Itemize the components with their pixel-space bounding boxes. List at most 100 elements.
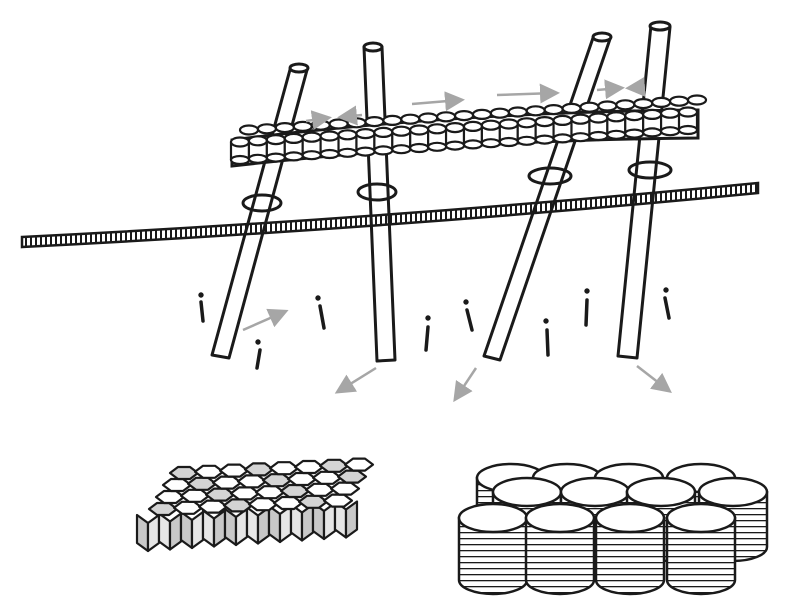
band-tube — [480, 119, 501, 149]
hex-cell — [218, 463, 250, 478]
stake — [198, 292, 205, 323]
stake — [315, 295, 326, 330]
hex-cell — [322, 493, 354, 508]
horizontal-rail — [20, 181, 760, 249]
hex-cell — [254, 485, 286, 500]
band-tube — [444, 121, 466, 151]
band-tube — [247, 135, 269, 164]
hex-face — [267, 504, 282, 544]
band-tube — [373, 126, 394, 156]
band-tube — [238, 124, 260, 136]
band-tube — [615, 99, 636, 111]
hex-face — [322, 501, 337, 541]
pole-frame — [210, 20, 672, 363]
band-tube — [346, 117, 367, 129]
pole-collars — [241, 160, 673, 213]
band-tube — [686, 94, 708, 106]
band-tube — [409, 124, 430, 154]
hex-cell — [279, 483, 311, 499]
band-tube — [651, 96, 672, 109]
tube — [665, 502, 737, 596]
band-tube — [588, 112, 609, 142]
hex-cell — [179, 488, 211, 503]
hex-face — [201, 509, 216, 548]
hex-face — [256, 506, 271, 545]
hex-cell — [261, 473, 293, 488]
band-tube — [256, 123, 278, 135]
stake — [463, 299, 474, 332]
tube — [594, 502, 666, 596]
hex-cell — [236, 474, 268, 489]
flow-arrows — [242, 76, 672, 403]
hex-cell — [147, 501, 179, 517]
hex-cell — [168, 465, 200, 481]
stake — [255, 339, 262, 370]
band-tube-row — [229, 94, 708, 166]
band-tube — [274, 121, 295, 134]
hex-cell — [172, 500, 204, 515]
hex-face — [157, 512, 172, 551]
hex-face — [234, 507, 249, 547]
hex-cell — [272, 495, 304, 511]
band-tube — [364, 115, 385, 128]
hex-cell — [329, 481, 361, 496]
hex-cell — [229, 486, 261, 501]
band-tube — [579, 101, 600, 113]
band-tube — [427, 123, 448, 152]
band-tube — [265, 134, 286, 163]
hex-cell — [154, 489, 186, 505]
band-tube — [543, 103, 564, 116]
hex-cell — [286, 471, 318, 487]
band-tube — [310, 119, 331, 131]
band-tube — [436, 111, 457, 123]
tube — [524, 502, 596, 596]
hex-face — [300, 503, 315, 542]
band-tube — [400, 113, 421, 125]
band-tube — [570, 113, 591, 143]
hex-cell — [318, 458, 350, 473]
band-tube — [391, 125, 412, 155]
pole-2-cap — [362, 41, 384, 53]
hex-cell — [211, 475, 243, 490]
band-tube — [659, 107, 681, 137]
hex-face — [168, 512, 183, 551]
hex-cell — [297, 494, 329, 509]
band-tube — [507, 106, 528, 118]
band-tube — [382, 114, 403, 127]
band-tube — [624, 109, 645, 139]
hex-face — [344, 500, 359, 539]
pole-2 — [362, 45, 397, 363]
band-tube — [292, 120, 313, 133]
hex-face — [223, 507, 238, 547]
hexagonal-cell-sample — [135, 457, 375, 553]
hex-cell — [311, 470, 343, 485]
cylindrical-tube-sample — [457, 462, 769, 596]
band-tube — [229, 136, 251, 166]
band-tube — [534, 115, 555, 145]
hex-front-faces — [135, 500, 359, 553]
band-tube — [677, 106, 699, 136]
stake — [663, 287, 671, 320]
stake — [424, 315, 431, 352]
hex-face — [179, 510, 194, 550]
band-tube — [552, 114, 573, 144]
band-tube — [471, 108, 493, 121]
hex-cell — [304, 482, 336, 497]
band-tube — [525, 105, 546, 117]
band-tube — [642, 108, 663, 138]
hex-cell — [186, 476, 218, 491]
hex-cell — [336, 469, 368, 484]
band-tube — [498, 118, 519, 148]
stake — [584, 288, 590, 327]
band-tube — [462, 120, 484, 150]
hex-cell — [193, 464, 225, 479]
hex-face — [135, 513, 150, 553]
hex-face — [212, 509, 227, 548]
hex-cell — [343, 457, 375, 472]
hex-cell — [222, 498, 254, 513]
hex-face — [278, 504, 293, 544]
hex-cell — [243, 462, 275, 477]
hex-face — [190, 510, 205, 550]
band-tube — [301, 131, 322, 161]
